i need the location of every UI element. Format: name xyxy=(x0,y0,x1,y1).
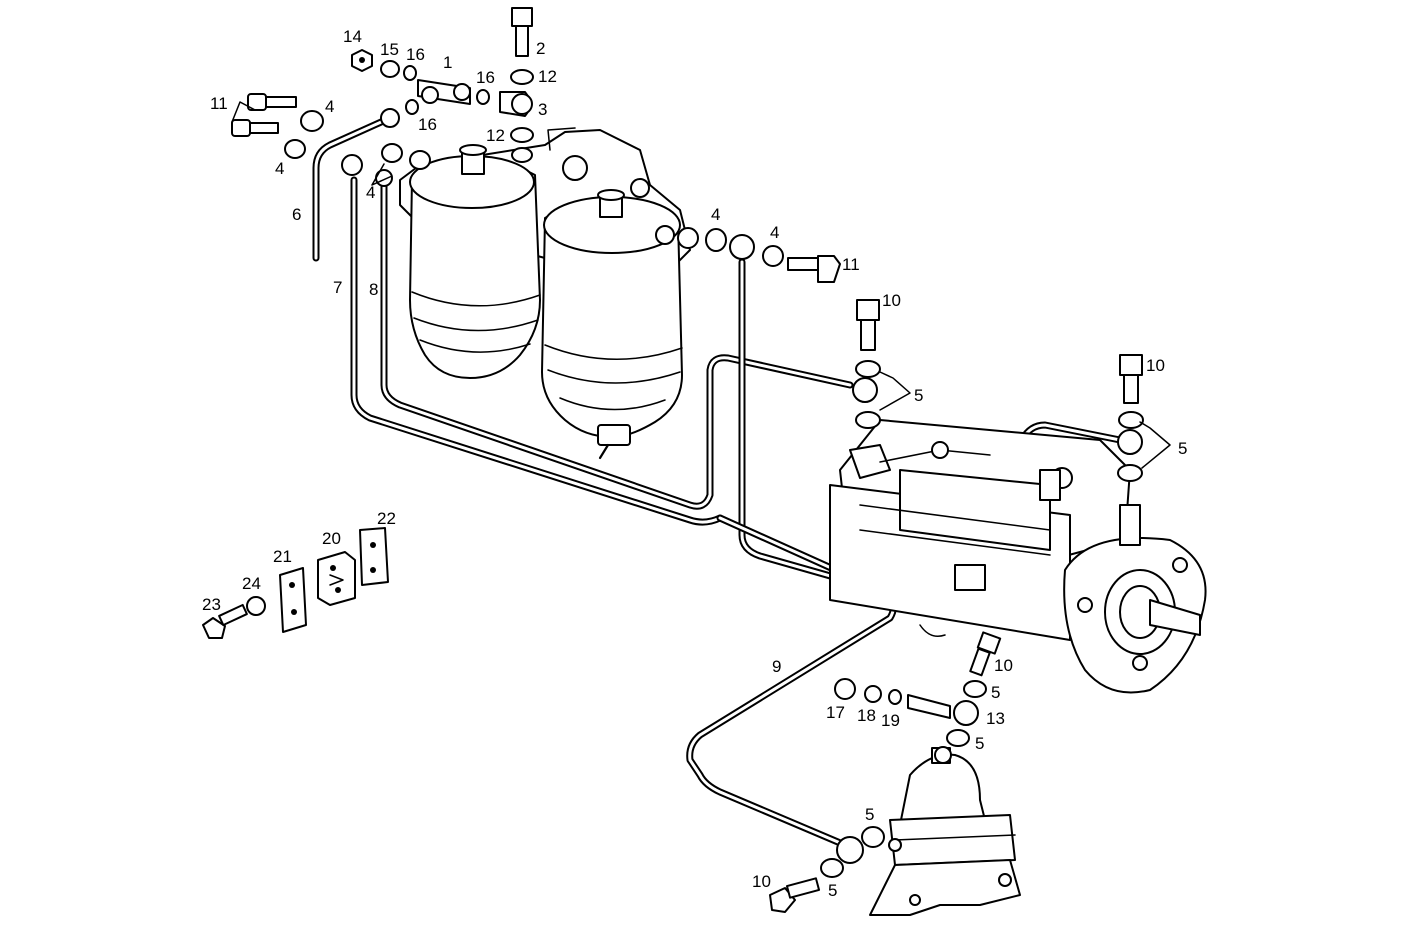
label-5: 5 xyxy=(828,881,837,900)
label-2: 2 xyxy=(536,39,545,58)
small-parts-right xyxy=(769,299,1144,913)
label-10: 10 xyxy=(1146,356,1165,375)
fuel-filter-assembly xyxy=(399,127,699,460)
label-20: 20 xyxy=(322,529,341,548)
label-16: 16 xyxy=(418,115,437,134)
bracket-parts xyxy=(202,527,389,639)
label-10: 10 xyxy=(994,656,1013,675)
leader-lines xyxy=(231,101,1171,469)
label-5: 5 xyxy=(865,805,874,824)
label-4: 4 xyxy=(325,97,334,116)
label-5: 5 xyxy=(975,734,984,753)
label-4: 4 xyxy=(770,223,779,242)
label-1: 1 xyxy=(443,53,452,72)
label-23: 23 xyxy=(202,595,221,614)
small-parts-top xyxy=(231,7,841,283)
injection-pump xyxy=(829,419,1207,694)
label-4: 4 xyxy=(366,183,375,202)
label-19: 19 xyxy=(881,711,900,730)
label-10: 10 xyxy=(752,872,771,891)
label-18: 18 xyxy=(857,706,876,725)
label-4: 4 xyxy=(275,159,284,178)
label-10: 10 xyxy=(882,291,901,310)
label-11: 11 xyxy=(842,255,860,274)
label-14: 14 xyxy=(343,27,362,46)
label-6: 6 xyxy=(292,205,301,224)
label-21: 21 xyxy=(273,547,292,566)
label-13: 13 xyxy=(986,709,1005,728)
label-8: 8 xyxy=(369,280,378,299)
feed-pump xyxy=(869,746,1021,916)
label-15: 15 xyxy=(380,40,399,59)
label-17: 17 xyxy=(826,703,845,722)
label-12: 12 xyxy=(538,67,557,86)
label-4: 4 xyxy=(711,205,720,224)
label-22: 22 xyxy=(377,509,396,528)
label-24: 24 xyxy=(242,574,261,593)
label-9: 9 xyxy=(772,657,781,676)
label-7: 7 xyxy=(333,278,342,297)
fuel-pipes xyxy=(312,114,1124,849)
label-16: 16 xyxy=(406,45,425,64)
part-number-labels: 14 15 16 1 16 2 12 3 12 11 4 16 4 4 6 7 … xyxy=(202,27,1187,900)
label-5: 5 xyxy=(914,386,923,405)
label-16: 16 xyxy=(476,68,495,87)
label-5: 5 xyxy=(1178,439,1187,458)
label-3: 3 xyxy=(538,100,547,119)
label-11: 11 xyxy=(210,94,228,113)
label-5: 5 xyxy=(991,683,1000,702)
label-12: 12 xyxy=(486,126,505,145)
